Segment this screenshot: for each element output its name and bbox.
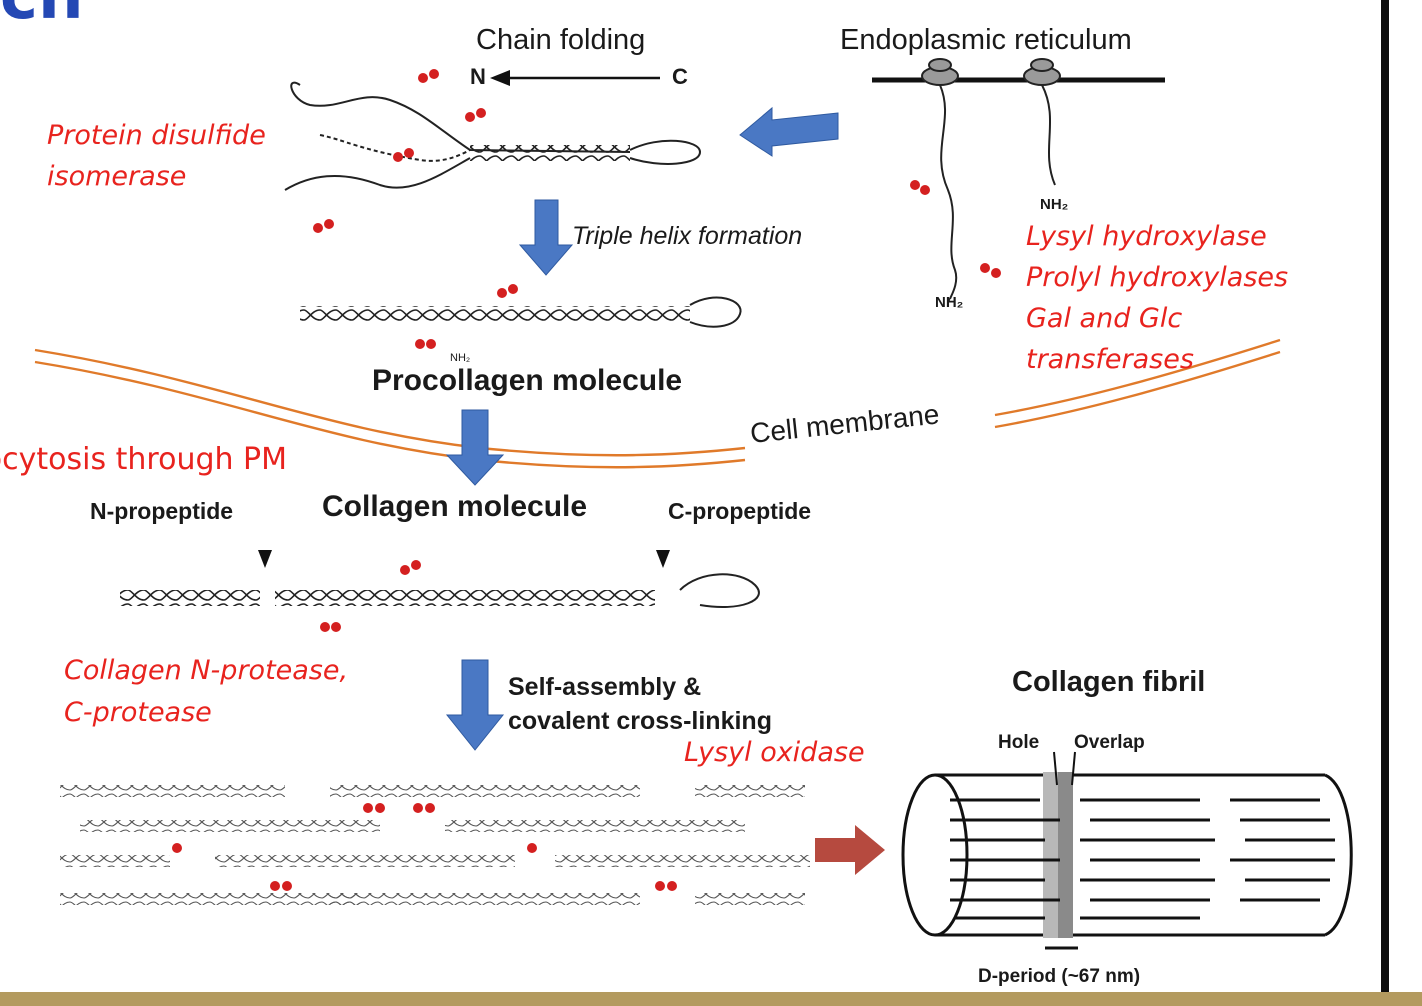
enzyme-gal-glc-line1: Gal and Glc <box>1026 303 1183 334</box>
enzyme-lysyl-oxidase: Lysyl oxidase <box>684 737 865 768</box>
enzyme-protease-line1: Collagen N-protease, <box>64 655 349 686</box>
self-assembly-label-1: Self-assembly & <box>508 673 702 701</box>
d-period-label: D-period (~67 nm) <box>978 966 1141 987</box>
crosslinked-fibrils <box>60 785 810 905</box>
enzyme-pdi-line1: Protein disulfide <box>47 120 266 151</box>
enzyme-gal-glc-line2: transferases <box>1026 344 1194 375</box>
arrow-exocytosis <box>445 409 505 486</box>
chain-folding-molecule <box>284 69 702 233</box>
hole-label: Hole <box>998 732 1040 753</box>
er-nh2-label-2: NH₂ <box>935 294 964 311</box>
collagen-fibril-label: Collagen fibril <box>1012 666 1206 698</box>
self-assembly-label-2: covalent cross-linking <box>508 707 772 735</box>
procollagen-label: Procollagen molecule <box>372 364 683 397</box>
exocytosis-label: Exocytosis through PM <box>0 442 288 477</box>
chain-folding-label: Chain folding <box>476 24 646 56</box>
arrow-self-assembly <box>445 659 505 751</box>
triple-helix-label: Triple helix formation <box>572 222 803 250</box>
enzyme-pdi-line2: isomerase <box>47 161 187 192</box>
slide-title-fragment: ch <box>0 0 84 34</box>
collagen-fibril-cylinder <box>901 751 1353 950</box>
procollagen-nh2-label: NH₂ <box>450 352 471 364</box>
arrow-to-fibril <box>815 825 885 875</box>
arrow-triple-helix <box>518 199 574 276</box>
c-propeptide-label: C-propeptide <box>668 498 812 524</box>
er-label: Endoplasmic reticulum <box>840 24 1132 56</box>
collagen-molecule-sketch <box>120 550 760 632</box>
n-c-arrow <box>490 70 660 86</box>
enzyme-prolyl-hydroxylases: Prolyl hydroxylases <box>1026 262 1289 293</box>
n-propeptide-label: N-propeptide <box>90 498 234 524</box>
enzyme-protease-line2: C-protease <box>64 697 212 728</box>
er-membrane <box>872 58 1165 301</box>
slide-right-border <box>1381 0 1389 995</box>
process-arrows <box>445 106 839 751</box>
slide-footer-bar <box>0 992 1422 1006</box>
procollagen-sketch <box>300 284 742 349</box>
arrow-er-to-folding <box>739 106 839 157</box>
enzyme-lysyl-hydroxylase: Lysyl hydroxylase <box>1026 221 1267 252</box>
c-terminus-label: C <box>672 64 688 89</box>
overlap-label: Overlap <box>1074 732 1145 753</box>
er-nh2-label: NH₂ <box>1040 196 1069 213</box>
collagen-molecule-label: Collagen molecule <box>322 490 588 523</box>
n-terminus-label: N <box>470 64 486 89</box>
